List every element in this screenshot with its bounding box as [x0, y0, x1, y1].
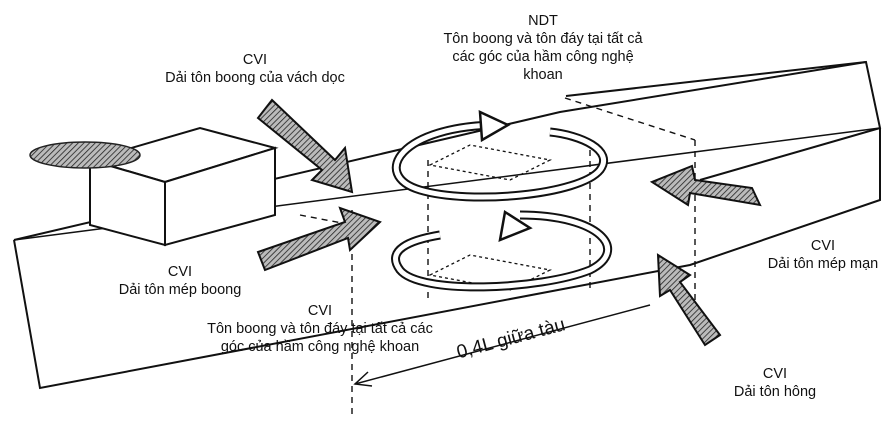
label-cvi-corners: CVI Tôn boong và tôn đáy tại tất cả các … — [160, 302, 480, 356]
arrow-longitudinal-bulkhead — [256, 98, 354, 194]
arrow-deck-edge — [256, 206, 382, 272]
ndt-line1: Tôn boong và tôn đáy tại tất cả — [443, 31, 643, 47]
midship-dimension-arrow — [353, 304, 651, 387]
cvi-title: CVI — [167, 264, 193, 280]
cvi-title: CVI — [762, 366, 788, 382]
moonpool-openings — [427, 144, 553, 291]
cvi-text: Dải tôn hông — [733, 384, 817, 400]
label-cvi-sheer-strake: CVI Dải tôn mép mạn — [748, 237, 896, 273]
cvi-title: CVI — [242, 52, 268, 68]
label-cvi-deck-edge: CVI Dải tôn mép boong — [95, 263, 265, 299]
cvi-line1: Tôn boong và tôn đáy tại tất cả các — [207, 321, 433, 337]
cvi-arrows — [256, 98, 762, 347]
cvi-title: CVI — [307, 303, 333, 319]
ndt-line3: khoan — [523, 67, 563, 83]
cvi-text: Dải tôn mép boong — [118, 282, 242, 298]
cvi-text: Dải tôn mép mạn — [767, 256, 879, 272]
midship-limits — [299, 97, 696, 415]
label-cvi-bilge: CVI Dải tôn hông — [715, 365, 835, 401]
cvi-text: Dải tôn boong của vách dọc — [165, 70, 345, 86]
deckhouse-block — [86, 126, 279, 247]
ndt-rotation-arrows — [391, 109, 613, 292]
label-cvi-longitudinal-bulkhead: CVI Dải tôn boong của vách dọc — [130, 51, 380, 87]
hatch-cover-oval — [29, 141, 141, 169]
label-ndt: NDT Tôn boong và tôn đáy tại tất cả các … — [393, 12, 693, 84]
ndt-title: NDT — [528, 13, 558, 29]
arrow-bilge — [656, 253, 722, 347]
cvi-line2: góc của hầm công nghệ khoan — [220, 339, 420, 355]
arrow-sheer-strake — [649, 164, 762, 207]
cvi-title: CVI — [810, 238, 836, 254]
ndt-line2: các góc của hầm công nghệ — [452, 49, 634, 65]
